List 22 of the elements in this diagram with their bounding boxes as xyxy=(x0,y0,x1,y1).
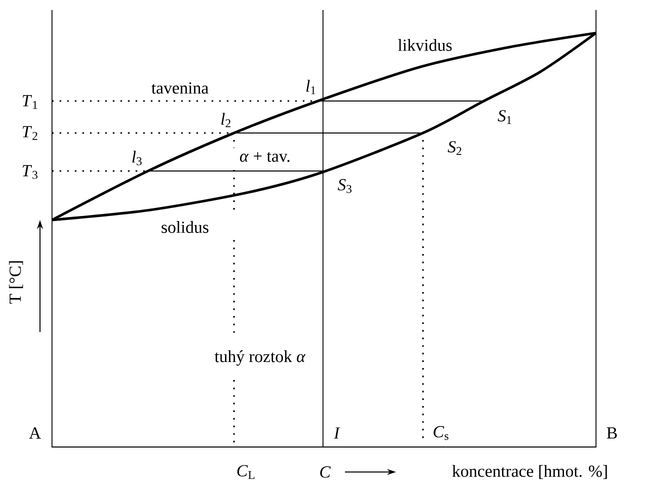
axis-tick-label: C$_{L}$ xyxy=(237,465,254,479)
point-label: S$_{1}$ xyxy=(498,110,512,124)
curve-label: solidus xyxy=(162,221,208,233)
temperature-label: T$_{2}$ xyxy=(22,126,38,140)
corner-label: A xyxy=(29,427,41,439)
region-label: α + tav. xyxy=(240,152,290,162)
axis-label: T [°C] xyxy=(9,261,24,304)
region-label: tuhý roztok α xyxy=(214,350,306,366)
axis-label: koncentrace [hmot. %] xyxy=(452,464,607,479)
axis-tick-label: C xyxy=(320,466,331,478)
line-label: I xyxy=(334,427,340,439)
temperature-label: T$_{1}$ xyxy=(22,95,38,109)
corner-label: B xyxy=(606,427,617,439)
point-label: l$_{2}$ xyxy=(221,112,230,128)
temperature-label: T$_{3}$ xyxy=(22,165,38,179)
point-label: l$_{3}$ xyxy=(132,150,142,166)
point-label: l$_{1}$ xyxy=(306,80,316,94)
region-label: tavenina xyxy=(152,82,208,94)
point-label: S$_{2}$ xyxy=(448,141,462,155)
line-label: C$_{s}$ xyxy=(434,426,448,440)
point-label: S$_{3}$ xyxy=(338,179,352,193)
curve-label: likvidus xyxy=(398,39,452,51)
